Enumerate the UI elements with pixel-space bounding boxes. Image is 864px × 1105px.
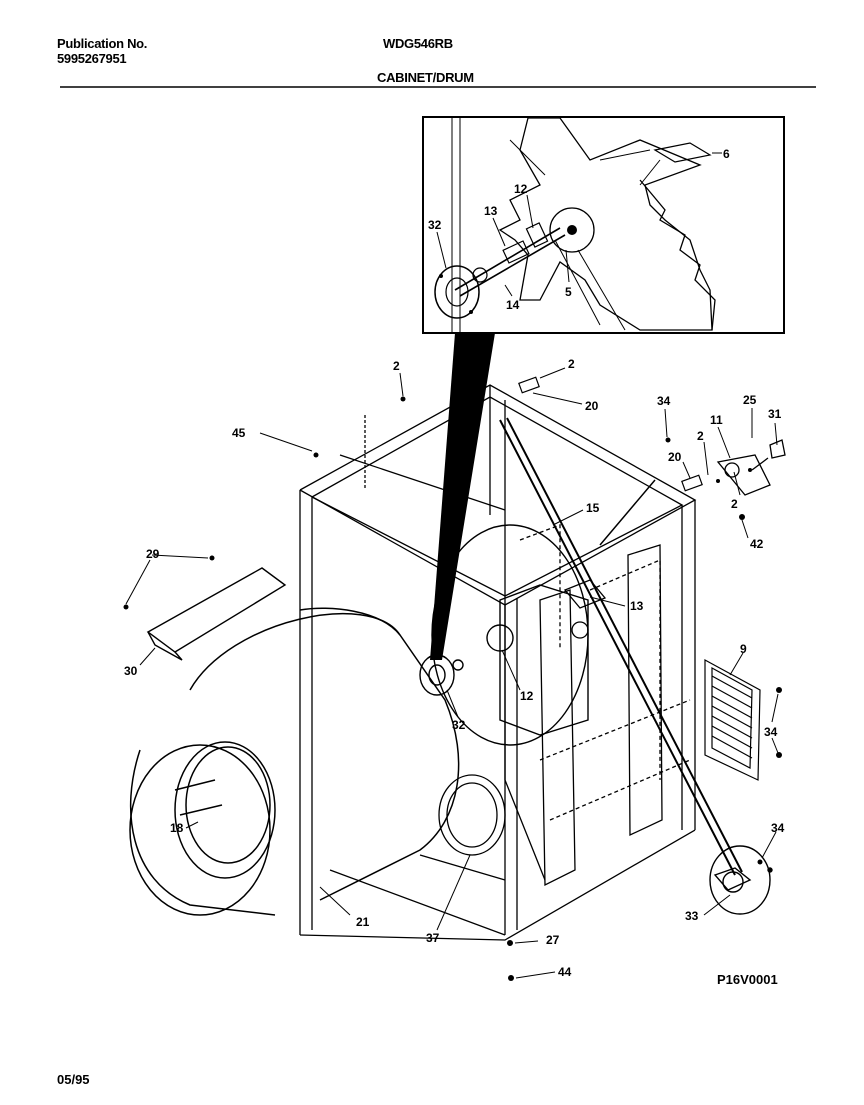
part-label-32: 32	[452, 718, 466, 732]
cabinet	[299, 384, 697, 941]
part-label-45: 45	[232, 426, 246, 440]
drum-front-opening	[129, 744, 271, 916]
part-label-30: 30	[124, 664, 138, 678]
part-label-2c: 2	[697, 429, 704, 443]
part-label-44: 44	[558, 965, 572, 979]
inset-label-13: 13	[484, 204, 498, 218]
rear-duct-opening	[438, 774, 506, 856]
part-label-15: 15	[586, 501, 600, 515]
inset-detail: 6 12 13 32 5 14	[422, 116, 785, 334]
part-label-34b: 34	[764, 725, 778, 739]
revision-date: 05/95	[57, 1072, 90, 1087]
part-label-9: 9	[740, 642, 747, 656]
part-label-20b: 20	[668, 450, 682, 464]
part-label-2d: 2	[731, 497, 738, 511]
inset-label-14: 14	[506, 298, 520, 312]
motor-pulley	[709, 845, 773, 915]
part-label-20a: 20	[585, 399, 599, 413]
part-label-18: 18	[170, 821, 184, 835]
rear-bearing	[434, 265, 480, 319]
drive-belt	[499, 417, 743, 876]
part-label-12: 12	[520, 689, 534, 703]
section-title: CABINET/DRUM	[377, 70, 474, 85]
part-label-21: 21	[356, 915, 370, 929]
part-label-34c: 34	[771, 821, 785, 835]
front-panel-strip	[146, 567, 287, 661]
model-number: WDG546RB	[383, 36, 453, 51]
drum-spider	[498, 117, 713, 331]
part-label-13: 13	[630, 599, 644, 613]
door-switch-assembly	[716, 439, 786, 496]
publication-label: Publication No.	[57, 36, 148, 51]
inset-label-32: 32	[428, 218, 442, 232]
idler-pulley	[563, 579, 607, 639]
drum-rear-bulkhead	[431, 524, 589, 746]
part-label-11: 11	[710, 413, 723, 427]
inset-label-5: 5	[565, 285, 572, 299]
inset-label-12: 12	[514, 182, 528, 196]
part-label-33: 33	[685, 909, 699, 923]
part-label-42: 42	[750, 537, 764, 551]
figure-code: P16V0001	[717, 972, 778, 987]
part-label-27: 27	[546, 933, 560, 947]
inset-label-6: 6	[723, 147, 730, 161]
part-label-34a: 34	[657, 394, 671, 408]
publication-number: 5995267951	[57, 51, 127, 66]
fasteners	[123, 396, 782, 981]
grille-panel	[704, 658, 761, 781]
part-label-2b: 2	[568, 357, 575, 371]
inset-frame	[422, 116, 785, 334]
part-label-29: 29	[146, 547, 160, 561]
part-label-25: 25	[743, 393, 757, 407]
leader-lines	[125, 367, 779, 979]
front-bearing	[419, 654, 464, 696]
part-label-31: 31	[768, 407, 782, 421]
dryer-drum	[129, 607, 460, 916]
part-label-2a: 2	[393, 359, 400, 373]
part-label-37: 37	[426, 931, 440, 945]
